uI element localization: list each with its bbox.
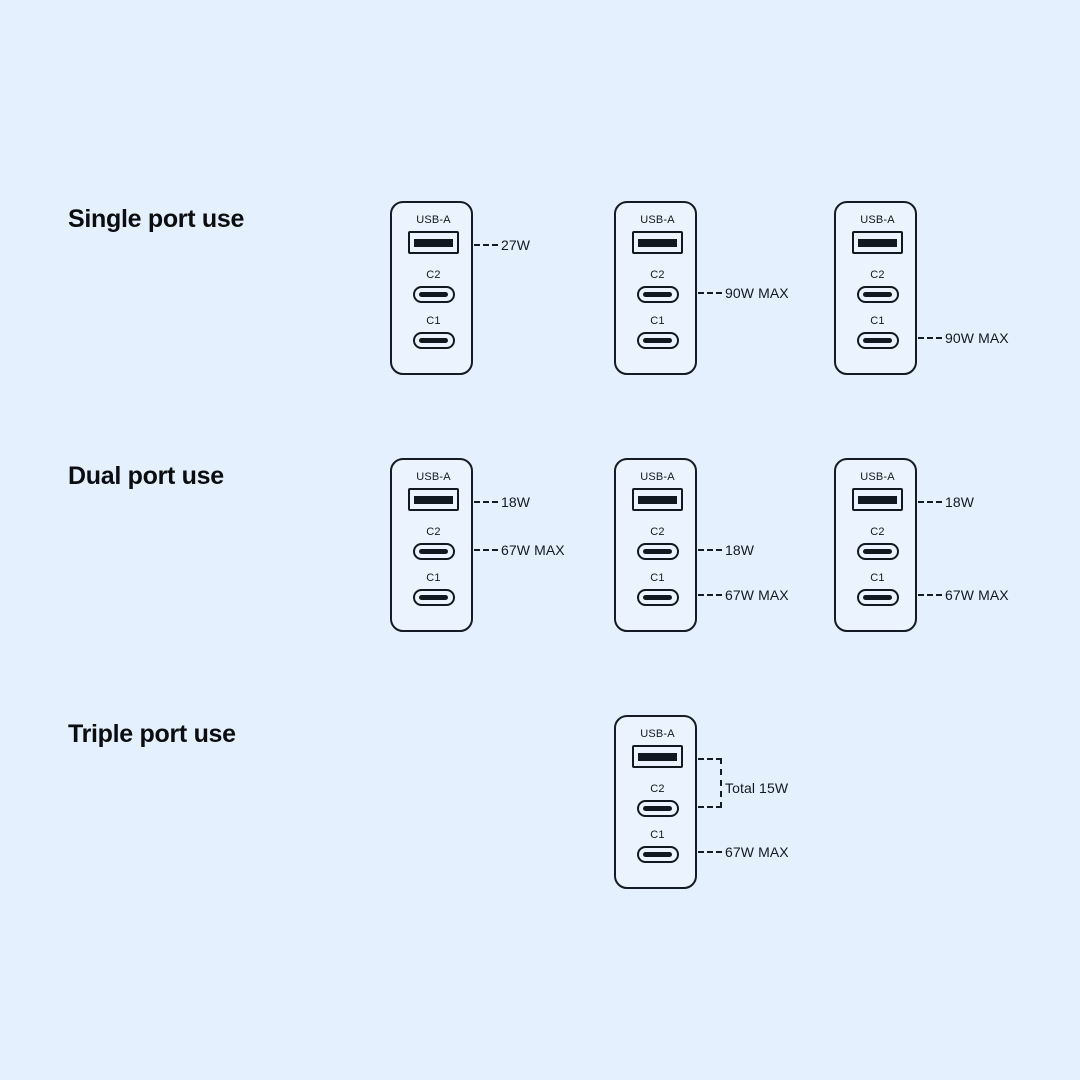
charger-single-c2: USB-A C2 C1 — [614, 201, 697, 375]
charger-single-usba: USB-A C2 C1 — [390, 201, 473, 375]
port-label-c1: C1 — [426, 315, 441, 327]
usb-c-port-icon-c1 — [856, 332, 899, 349]
port-group-c1: C1 — [392, 573, 475, 606]
port-group-c1: C1 — [616, 830, 699, 863]
port-label-usb-a: USB-A — [640, 728, 675, 740]
usb-a-port-icon — [632, 488, 683, 511]
usb-c-port-icon-c1 — [856, 589, 899, 606]
port-label-c1: C1 — [650, 572, 665, 584]
leader-line-dual3-usba — [918, 501, 942, 503]
leader-line-single-c2 — [698, 292, 722, 294]
port-label-c2: C2 — [870, 526, 885, 538]
port-label-c2: C2 — [650, 526, 665, 538]
usb-c-port-icon-c2 — [412, 543, 455, 560]
usb-c-port-icon-c2 — [636, 543, 679, 560]
charger-single-c1: USB-A C2 C1 — [834, 201, 917, 375]
port-label-c1: C1 — [650, 315, 665, 327]
callout-triple-total: Total 15W — [725, 780, 789, 796]
port-group-c2: C2 — [616, 527, 699, 560]
usb-a-port-icon — [632, 231, 683, 254]
usb-c-port-icon-c2 — [856, 286, 899, 303]
callout-dual-c2: 67W MAX — [501, 542, 565, 558]
port-group-c2: C2 — [392, 527, 475, 560]
leader-line-single-c1 — [918, 337, 942, 339]
bracket-triple-total — [698, 758, 722, 808]
port-group-c2: C2 — [836, 270, 919, 303]
leader-line-single-usba — [474, 244, 498, 246]
leader-line-dual-usba — [474, 501, 498, 503]
usb-a-port-icon — [852, 488, 903, 511]
port-label-c2: C2 — [426, 269, 441, 281]
port-label-usb-a: USB-A — [640, 471, 675, 483]
port-group-usb-a: USB-A — [616, 215, 699, 254]
leader-line-dual2-c1 — [698, 594, 722, 596]
port-group-c1: C1 — [836, 573, 919, 606]
callout-single-c1: 90W MAX — [945, 330, 1009, 346]
port-group-c2: C2 — [836, 527, 919, 560]
usb-c-port-icon-c2 — [856, 543, 899, 560]
callout-dual2-c1: 67W MAX — [725, 587, 789, 603]
port-group-c1: C1 — [616, 316, 699, 349]
section-title-triple-port-use: Triple port use — [68, 720, 236, 748]
port-group-usb-a: USB-A — [616, 729, 699, 768]
port-label-c1: C1 — [870, 572, 885, 584]
charger-dual-usba-c1: USB-A C2 C1 — [834, 458, 917, 632]
port-group-c1: C1 — [616, 573, 699, 606]
port-label-c1: C1 — [426, 572, 441, 584]
port-group-usb-a: USB-A — [836, 215, 919, 254]
usb-c-port-icon-c1 — [412, 589, 455, 606]
usb-a-port-icon — [852, 231, 903, 254]
usb-c-port-icon-c1 — [636, 589, 679, 606]
callout-dual3-c1: 67W MAX — [945, 587, 1009, 603]
callout-dual2-c2: 18W — [725, 542, 755, 558]
charger-dual-c2-c1: USB-A C2 C1 — [614, 458, 697, 632]
port-group-c1: C1 — [392, 316, 475, 349]
port-label-c1: C1 — [650, 829, 665, 841]
usb-a-port-icon — [632, 745, 683, 768]
usb-a-port-icon — [408, 231, 459, 254]
usb-c-port-icon-c1 — [636, 846, 679, 863]
usb-a-port-icon — [408, 488, 459, 511]
section-title-single-port-use: Single port use — [68, 205, 245, 233]
callout-single-usba: 27W — [501, 237, 531, 253]
leader-line-triple-c1 — [698, 851, 722, 853]
port-label-usb-a: USB-A — [416, 471, 451, 483]
callout-dual3-usba: 18W — [945, 494, 975, 510]
charger-triple-all: USB-A C2 C1 — [614, 715, 697, 889]
section-title-dual-port-use: Dual port use — [68, 462, 224, 490]
port-group-usb-a: USB-A — [616, 472, 699, 511]
port-group-c2: C2 — [392, 270, 475, 303]
usb-c-port-icon-c2 — [412, 286, 455, 303]
usb-c-port-icon-c2 — [636, 286, 679, 303]
usb-c-port-icon-c2 — [636, 800, 679, 817]
port-label-usb-a: USB-A — [860, 214, 895, 226]
port-group-c2: C2 — [616, 270, 699, 303]
charger-dual-usba-c2: USB-A C2 C1 — [390, 458, 473, 632]
leader-line-dual-c2 — [474, 549, 498, 551]
port-label-c2: C2 — [870, 269, 885, 281]
port-label-c2: C2 — [426, 526, 441, 538]
usb-c-port-icon-c1 — [412, 332, 455, 349]
port-label-c2: C2 — [650, 269, 665, 281]
callout-triple-c1: 67W MAX — [725, 844, 789, 860]
callout-dual-usba: 18W — [501, 494, 531, 510]
port-group-c1: C1 — [836, 316, 919, 349]
leader-line-dual3-c1 — [918, 594, 942, 596]
port-label-c1: C1 — [870, 315, 885, 327]
callout-single-c2: 90W MAX — [725, 285, 789, 301]
port-label-c2: C2 — [650, 783, 665, 795]
port-group-c2: C2 — [616, 784, 699, 817]
leader-line-dual2-c2 — [698, 549, 722, 551]
port-label-usb-a: USB-A — [640, 214, 675, 226]
usb-c-port-icon-c1 — [636, 332, 679, 349]
port-label-usb-a: USB-A — [416, 214, 451, 226]
port-group-usb-a: USB-A — [392, 472, 475, 511]
port-label-usb-a: USB-A — [860, 471, 895, 483]
port-group-usb-a: USB-A — [836, 472, 919, 511]
port-group-usb-a: USB-A — [392, 215, 475, 254]
